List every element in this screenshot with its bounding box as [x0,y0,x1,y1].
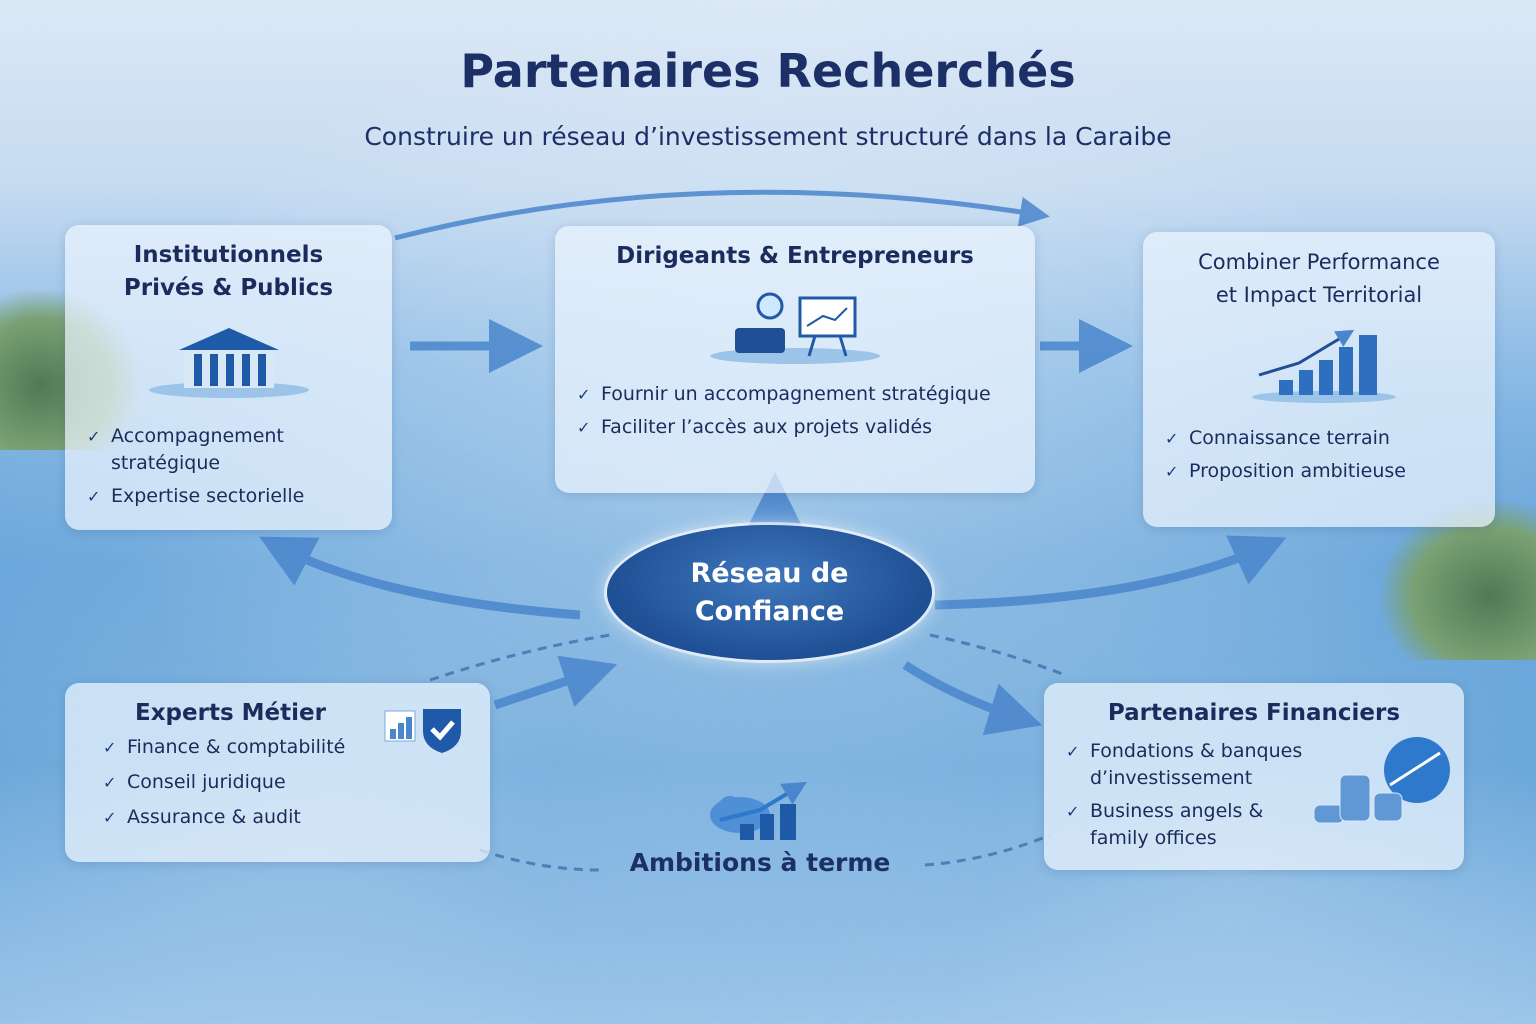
list-item: ✓Business angels & family offices [1066,798,1316,852]
list-item: ✓Expertise sectorielle [87,483,370,510]
check-icon: ✓ [1165,462,1179,481]
list-item: ✓Faciliter l’accès aux projets validés [577,414,1013,441]
growth-chart-icon [1165,312,1473,417]
check-icon: ✓ [577,418,591,437]
list-item: ✓Finance & comptabilité [103,734,468,761]
check-icon: ✓ [87,427,101,446]
card-combiner: Combiner Performance et Impact Territoria… [1143,232,1495,527]
entrepreneur-icon [577,273,1013,373]
shield-check-icon [383,705,468,759]
list-item: ✓Assurance & audit [103,804,468,831]
page-title: Partenaires Recherchés [460,44,1076,98]
check-icon: ✓ [87,487,101,506]
central-node-reseau-de-confiance: Réseau de Confiance [607,525,932,660]
arrow-exp-center [493,655,618,710]
list-item: ✓Fournir un accompagnement stratégique [577,381,1013,408]
card-financiers: Partenaires Financiers ✓Fondations & ban… [1044,683,1464,870]
arrow-center-fin [902,661,1043,736]
check-icon: ✓ [577,385,591,404]
card-dirigeants: Dirigeants & Entrepreneurs ✓Fournir un a… [555,226,1035,493]
arrow-top-arc [394,189,1050,241]
arrow-center-comb [934,535,1287,610]
card-title: et Impact Territorial [1215,283,1423,307]
check-icon: ✓ [103,808,117,827]
list-item: ✓Conseil juridique [103,769,468,796]
card-experts: Experts Métier ✓Finance & comptabilité ✓… [65,683,490,862]
cloud-growth-icon [700,780,812,846]
check-icon: ✓ [1066,802,1080,821]
bank-icon [87,305,370,415]
check-icon: ✓ [103,773,117,792]
check-icon: ✓ [103,738,117,757]
list-item: ✓Proposition ambitieuse [1165,458,1473,485]
page-subtitle: Construire un réseau d’investissement st… [364,122,1172,151]
ambitions-label: Ambitions à terme [629,848,891,877]
list-item: ✓Fondations & banques d’investissement [1066,738,1336,792]
arrow-center-inst [259,536,581,620]
card-title: Experts Métier [135,700,326,726]
card-title: Privés & Publics [123,275,334,301]
list-item: ✓Accompagnement stratégique [87,423,370,477]
check-icon: ✓ [1165,429,1179,448]
card-title: Institutionnels [133,242,324,268]
globe-coins-icon [1312,735,1457,839]
check-icon: ✓ [1066,742,1080,761]
card-title: Combiner Performance [1198,250,1440,274]
card-title: Dirigeants & Entrepreneurs [616,243,974,269]
card-title: Partenaires Financiers [1107,700,1401,726]
list-item: ✓Connaissance terrain [1165,425,1473,452]
